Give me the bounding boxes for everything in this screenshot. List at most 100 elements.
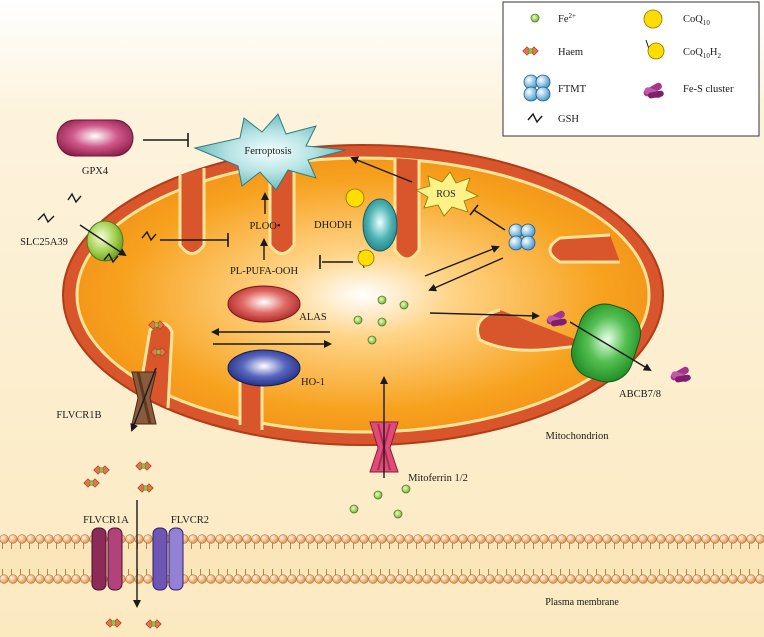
lipid-head bbox=[674, 574, 684, 584]
lipid-head bbox=[683, 534, 693, 544]
lipid-head bbox=[35, 574, 45, 584]
lipid-head bbox=[755, 574, 764, 584]
plasma-membrane bbox=[0, 534, 764, 584]
gsh-zigzag-icon bbox=[527, 112, 543, 124]
lipid-head bbox=[350, 534, 360, 544]
lipid-head bbox=[305, 574, 315, 584]
lipid-head bbox=[467, 574, 477, 584]
lipid-head bbox=[242, 574, 252, 584]
lipid-head bbox=[431, 574, 441, 584]
lipid-head bbox=[485, 534, 495, 544]
lipid-head bbox=[638, 534, 648, 544]
ferroptosis: Ferroptosis bbox=[193, 113, 347, 191]
flvcr1b-label: FLVCR1B bbox=[56, 410, 101, 421]
lipid-head bbox=[422, 534, 432, 544]
pl-pufa-ooh-label: PL-PUFA-OOH bbox=[230, 266, 298, 277]
lipid-head bbox=[53, 534, 63, 544]
lipid-head bbox=[341, 574, 351, 584]
legend-fe2: Fe2+ bbox=[558, 12, 576, 25]
lipid-head bbox=[323, 534, 333, 544]
haem-export-arrow bbox=[130, 367, 157, 432]
lipid-head bbox=[71, 534, 81, 544]
lipid-head bbox=[404, 574, 414, 584]
lipid-head bbox=[701, 534, 711, 544]
lipid-head bbox=[440, 574, 450, 584]
lipid-head bbox=[341, 534, 351, 544]
ho1: HO-1 bbox=[227, 349, 325, 388]
slc-import-arrow bbox=[79, 224, 127, 257]
lipid-head bbox=[620, 574, 630, 584]
lipid-head bbox=[26, 534, 36, 544]
lipid-head bbox=[359, 574, 369, 584]
lipid-head bbox=[413, 574, 423, 584]
lipid-head bbox=[440, 534, 450, 544]
lipid-head bbox=[404, 534, 414, 544]
lipid-head bbox=[494, 534, 504, 544]
legend: Fe2+ Haem FTMT GSH CoQ10 CoQ10H2 Fe-S cl… bbox=[502, 1, 760, 137]
lipid-head bbox=[62, 534, 72, 544]
lipid-head bbox=[278, 574, 288, 584]
lipid-head bbox=[476, 574, 486, 584]
lipid-head bbox=[602, 534, 612, 544]
lipid-head bbox=[557, 534, 567, 544]
lipid-head bbox=[260, 534, 270, 544]
lipid-head bbox=[521, 534, 531, 544]
lipid-head bbox=[503, 534, 513, 544]
lipid-head bbox=[575, 574, 585, 584]
lipid-head bbox=[197, 574, 207, 584]
ploo-label: PLOO• bbox=[249, 221, 280, 232]
ros-label: ROS bbox=[436, 189, 455, 200]
lipid-head bbox=[728, 534, 738, 544]
slc25a39-label: SLC25A39 bbox=[20, 237, 68, 248]
dhodh-label: DHODH bbox=[314, 220, 352, 231]
lipid-head bbox=[215, 574, 225, 584]
lipid-head bbox=[233, 574, 243, 584]
flvcr1a-label: FLVCR1A bbox=[83, 515, 129, 526]
lipid-head bbox=[530, 534, 540, 544]
ros-to-ferroptosis-arrow bbox=[350, 156, 413, 183]
lipid-head bbox=[125, 574, 135, 584]
mitochondrion bbox=[62, 144, 664, 446]
lipid-head bbox=[251, 534, 261, 544]
alas: ALAS bbox=[227, 285, 327, 323]
legend-fes: Fe-S cluster bbox=[683, 84, 734, 95]
lipid-head bbox=[629, 574, 639, 584]
ftmt-cluster bbox=[508, 223, 536, 251]
abcb7-8-label: ABCB7/8 bbox=[619, 389, 661, 400]
lipid-head bbox=[314, 574, 324, 584]
lipid-head bbox=[188, 574, 198, 584]
lipid-head bbox=[359, 534, 369, 544]
lipid-head bbox=[188, 534, 198, 544]
lipid-head bbox=[251, 574, 261, 584]
lipid-head bbox=[53, 574, 63, 584]
lipid-head bbox=[476, 534, 486, 544]
lipid-head bbox=[512, 534, 522, 544]
lipid-head bbox=[530, 574, 540, 584]
coq10h2-legend-icon bbox=[645, 39, 665, 60]
lipid-head bbox=[566, 534, 576, 544]
lipid-head bbox=[0, 534, 9, 544]
lipid-head bbox=[611, 574, 621, 584]
mitochondrion-label: Mitochondrion bbox=[546, 431, 610, 442]
lipid-head bbox=[125, 534, 135, 544]
lipid-head bbox=[296, 534, 306, 544]
lipid-head bbox=[62, 574, 72, 584]
lipid-head bbox=[287, 534, 297, 544]
lipid-head bbox=[692, 534, 702, 544]
lipid-head bbox=[575, 534, 585, 544]
lipid-head bbox=[314, 534, 324, 544]
lipid-head bbox=[494, 574, 504, 584]
plasma-membrane-label: Plasma membrane bbox=[545, 597, 619, 608]
lipid-head bbox=[674, 534, 684, 544]
lipid-head bbox=[485, 574, 495, 584]
ho1-label: HO-1 bbox=[301, 377, 325, 388]
lipid-head bbox=[143, 574, 153, 584]
dhodh: DHODH bbox=[314, 198, 398, 252]
lipid-head bbox=[602, 574, 612, 584]
fe-to-fes-arrow bbox=[429, 311, 540, 320]
lipid-head bbox=[719, 534, 729, 544]
lipid-head bbox=[521, 574, 531, 584]
lipid-head bbox=[710, 534, 720, 544]
lipid-head bbox=[656, 534, 666, 544]
